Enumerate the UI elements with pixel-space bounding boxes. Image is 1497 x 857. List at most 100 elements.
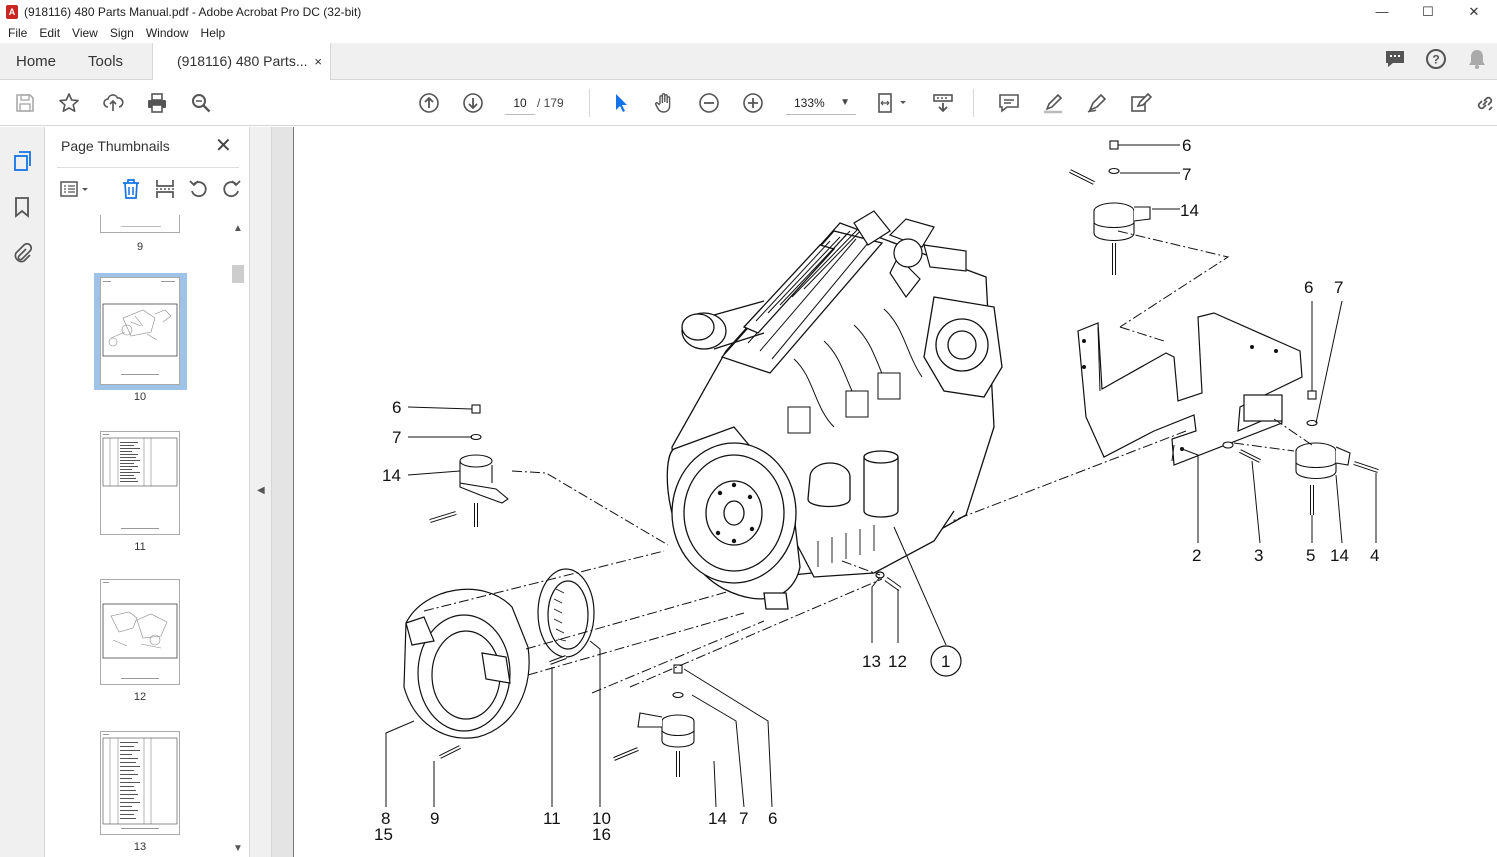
previous-page-icon[interactable] [417, 91, 441, 115]
help-icon[interactable]: ? [1415, 48, 1456, 75]
add-comment-icon[interactable] [997, 91, 1021, 115]
menu-view[interactable]: View [72, 26, 98, 40]
callout-6: 6 [1304, 278, 1313, 297]
close-window-button[interactable]: ✕ [1468, 4, 1480, 19]
callout-14: 14 [1180, 201, 1199, 220]
delete-trash-icon[interactable] [119, 177, 143, 201]
menu-help[interactable]: Help [200, 26, 226, 40]
engine-mount-drawing [1069, 140, 1151, 275]
callout-14: 14 [1330, 546, 1349, 565]
scroll-up-arrow-icon[interactable]: ▲ [233, 223, 243, 234]
page-thumbnails-panel: Page Thumbnails ✕ 9 [45, 127, 250, 857]
callout-15: 15 [374, 825, 393, 844]
thumbnail-page[interactable] [100, 579, 180, 685]
exploded-parts-diagram: 6 7 14 6 7 6 7 14 2 3 5 14 4 13 12 1 8 [374, 136, 1379, 844]
menu-edit[interactable]: Edit [39, 26, 61, 40]
rotate-clockwise-icon[interactable] [219, 177, 243, 201]
bookmark-star-icon[interactable] [57, 91, 81, 115]
menu-sign[interactable]: Sign [109, 26, 134, 40]
menu-window[interactable]: Window [145, 26, 189, 40]
callout-13: 13 [862, 652, 881, 671]
callout-14: 14 [708, 809, 727, 828]
chevron-down-icon: ▼ [840, 97, 850, 108]
thumbnail-label: 11 [134, 541, 146, 553]
tab-tools[interactable]: Tools [88, 53, 124, 70]
engine-drawing [666, 210, 1003, 610]
callout-7: 7 [739, 809, 748, 828]
mounting-bracket-drawing [1077, 312, 1303, 466]
collapse-arrow-icon[interactable]: ◀ [257, 485, 265, 496]
insert-page-icon[interactable] [153, 177, 177, 201]
close-panel-icon[interactable]: ✕ [215, 135, 232, 157]
thumbnail-page[interactable] [100, 431, 180, 535]
callout-8: 8 [381, 809, 390, 828]
callout-16: 16 [592, 825, 611, 844]
tab-home[interactable]: Home [16, 53, 57, 70]
callout-14: 14 [382, 466, 401, 485]
comment-bubble-icon[interactable] [1374, 49, 1415, 74]
flywheel-housing-drawing [403, 568, 902, 759]
zoom-level-select[interactable]: 133% ▼ [786, 91, 856, 115]
page-total: / 179 [537, 96, 564, 110]
menu-file[interactable]: File [8, 26, 28, 40]
callout-2: 2 [1192, 546, 1201, 565]
toolbar-divider [973, 89, 974, 117]
close-tab-icon[interactable]: × [314, 54, 322, 69]
zoom-in-icon[interactable] [741, 91, 765, 115]
select-cursor-icon[interactable] [609, 91, 633, 115]
zoom-out-icon[interactable] [697, 91, 721, 115]
thumbnail-label: 10 [133, 391, 147, 403]
fit-page-icon[interactable] [875, 91, 911, 115]
svg-text:?: ? [1432, 53, 1439, 67]
document-view[interactable]: 6 7 14 6 7 6 7 14 2 3 5 14 4 13 12 1 8 [272, 127, 1497, 857]
thumbnail-scrollbar[interactable]: ▲ ▼ [231, 223, 245, 857]
share-upload-icon[interactable] [101, 91, 125, 115]
scroll-down-arrow-icon[interactable]: ▼ [233, 843, 243, 854]
divider [57, 167, 239, 168]
thumbnail-page[interactable] [100, 215, 180, 233]
callout-6: 6 [392, 398, 401, 417]
callout-9: 9 [430, 809, 439, 828]
thumbnail-page[interactable] [100, 731, 180, 835]
save-icon[interactable] [13, 91, 37, 115]
scroll-mode-icon[interactable] [931, 91, 955, 115]
rotate-counterclockwise-icon[interactable] [187, 177, 211, 201]
tabbar-right-icons: ? [1374, 43, 1497, 80]
find-search-icon[interactable] [189, 91, 213, 115]
highlight-pen-icon[interactable] [1041, 91, 1065, 115]
bookmark-icon[interactable] [10, 195, 34, 219]
thumbnail-page[interactable] [100, 277, 180, 385]
print-icon[interactable] [145, 91, 169, 115]
tab-document[interactable]: (918116) 480 Parts... × [152, 43, 331, 80]
fill-sign-icon[interactable] [1129, 91, 1153, 115]
hand-tool-icon[interactable] [653, 91, 677, 115]
page-number-input[interactable]: 10 [505, 91, 535, 115]
maximize-button[interactable]: ☐ [1422, 4, 1434, 19]
thumbnail-options-icon[interactable] [59, 177, 91, 201]
callout-7: 7 [1334, 278, 1343, 297]
callout-1: 1 [941, 652, 950, 671]
callout-7: 7 [1182, 165, 1191, 184]
assembly-lines [423, 230, 1313, 694]
next-page-icon[interactable] [461, 91, 485, 115]
callout-10: 10 [592, 809, 611, 828]
menu-bar: File Edit View Sign Window Help [0, 23, 1497, 43]
callout-labels: 6 7 14 6 7 6 7 14 2 3 5 14 4 13 12 1 8 [374, 136, 1379, 844]
callout-12: 12 [888, 652, 907, 671]
share-link-icon[interactable] [1473, 91, 1497, 115]
minimize-button[interactable]: — [1375, 4, 1389, 19]
callout-11: 11 [543, 809, 561, 828]
panel-collapse-strip[interactable]: ◀ [250, 127, 272, 857]
engine-mount-drawing [1222, 390, 1379, 515]
panel-title: Page Thumbnails [61, 138, 170, 154]
attachment-paperclip-icon[interactable] [10, 241, 34, 265]
scrollbar-thumb[interactable] [232, 265, 244, 283]
notification-bell-icon[interactable] [1456, 48, 1497, 75]
toolbar-divider [589, 89, 590, 117]
callout-7: 7 [392, 428, 401, 447]
document-tab-label: (918116) 480 Parts... [177, 53, 308, 69]
page-thumbnails-icon[interactable] [10, 149, 34, 173]
draw-sign-icon[interactable] [1085, 91, 1109, 115]
pdf-page: 6 7 14 6 7 6 7 14 2 3 5 14 4 13 12 1 8 [293, 127, 1497, 857]
